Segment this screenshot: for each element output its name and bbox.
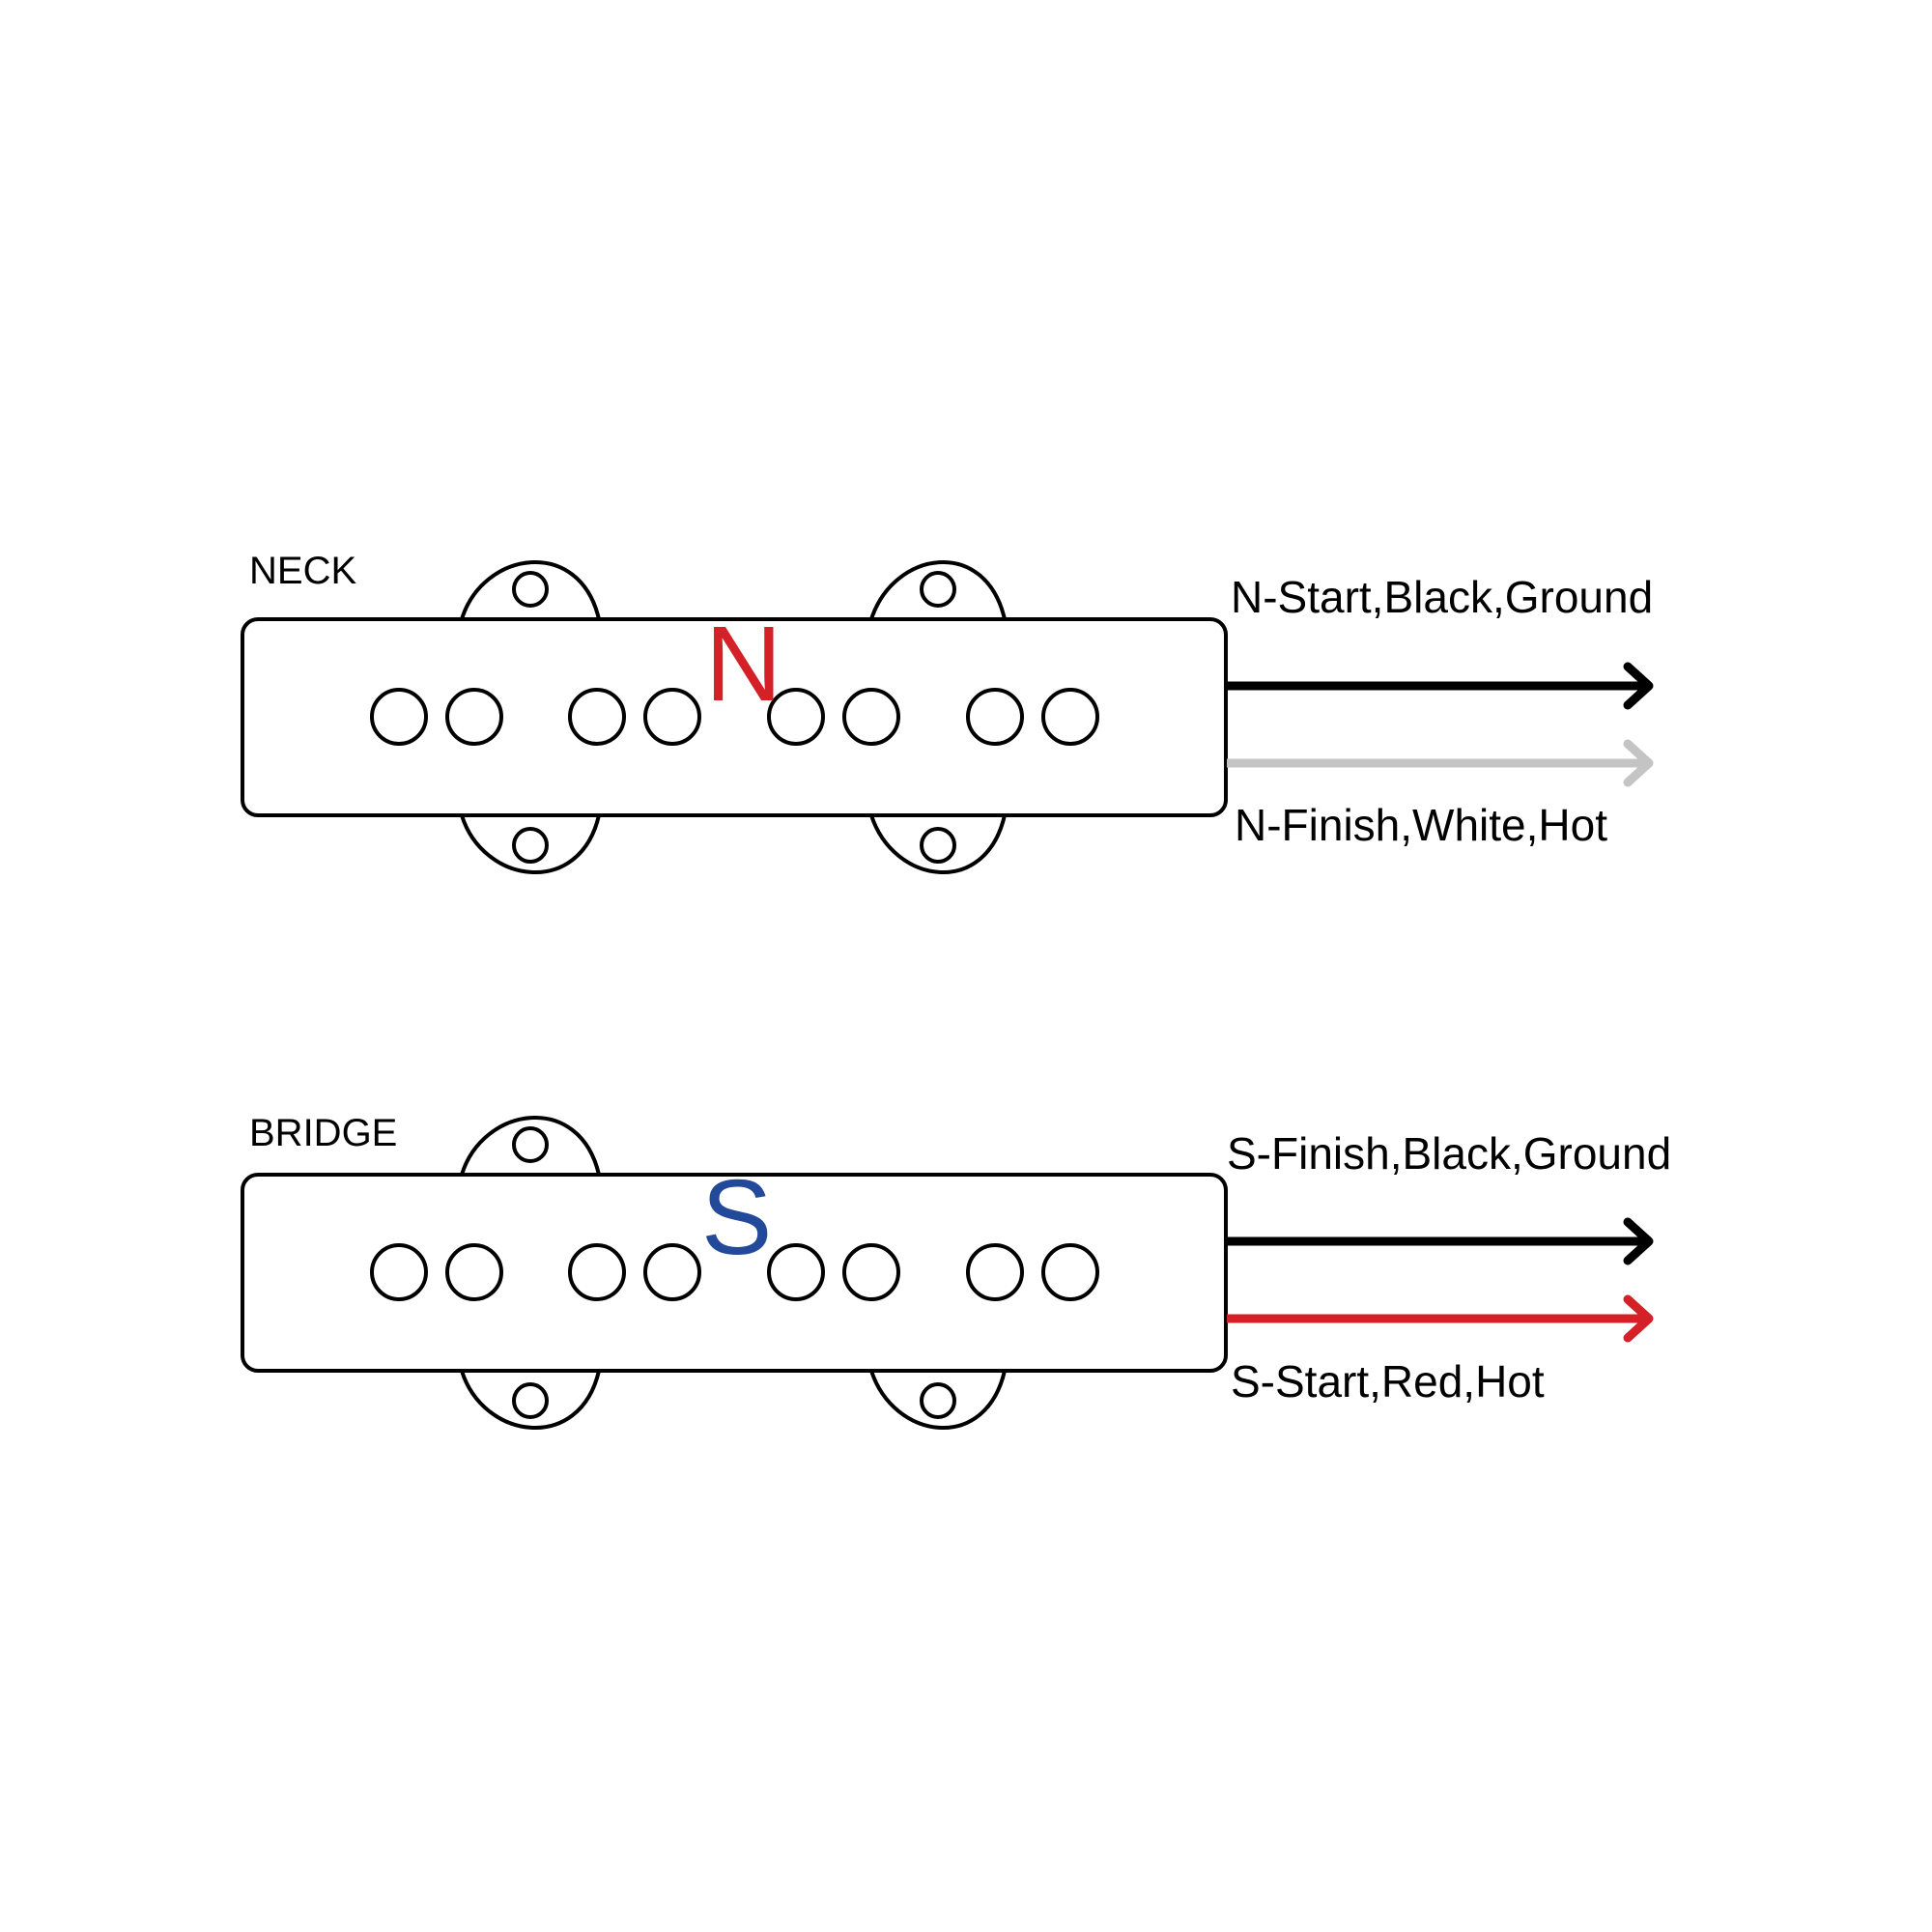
neck-pole (445, 688, 503, 746)
bridge-ground-wire (1227, 1217, 1654, 1265)
neck-pole (643, 688, 701, 746)
neck-hot-wire-label: N-Finish,White,Hot (1235, 800, 1607, 850)
neck-pole (1041, 688, 1099, 746)
bridge-pole (445, 1243, 503, 1301)
neck-hot-wire (1227, 739, 1654, 787)
neck-ground-wire-label: N-Start,Black,Ground (1231, 572, 1653, 622)
neck-pickup-body (241, 617, 1228, 817)
bridge-pole (1041, 1243, 1099, 1301)
bridge-hot-wire (1227, 1294, 1654, 1343)
neck-screw-bottom-left (512, 827, 549, 864)
bridge-label: BRIDGE (249, 1112, 397, 1154)
bridge-pole (568, 1243, 626, 1301)
neck-polarity-letter: N (705, 605, 781, 724)
neck-pole (966, 688, 1024, 746)
bridge-screw-bottom-right (920, 1382, 956, 1419)
neck-pole (767, 688, 825, 746)
bridge-pole (842, 1243, 900, 1301)
bridge-ground-wire-label: S-Finish,Black,Ground (1227, 1128, 1671, 1179)
neck-label: NECK (249, 550, 356, 592)
bridge-pole (370, 1243, 428, 1301)
neck-pickup: NECK N N-Start,Black,Ground N- (241, 550, 1654, 874)
bridge-pickup: BRIDGE S S-Finish,Black,Ground S-Start,R… (241, 1112, 1671, 1430)
bridge-pickup-body (241, 1173, 1228, 1373)
bridge-pole (966, 1243, 1024, 1301)
bridge-polarity-letter: S (701, 1158, 772, 1277)
bridge-pole (643, 1243, 701, 1301)
neck-pole (370, 688, 428, 746)
neck-pole (842, 688, 900, 746)
bridge-screw-top-left (512, 1126, 549, 1163)
neck-screw-top-right (920, 571, 956, 608)
neck-pole (568, 688, 626, 746)
bridge-screw-bottom-left (512, 1382, 549, 1419)
bridge-pole (767, 1243, 825, 1301)
neck-screw-top-left (512, 571, 549, 608)
bridge-hot-wire-label: S-Start,Red,Hot (1231, 1356, 1545, 1406)
neck-ground-wire (1227, 662, 1654, 710)
neck-screw-bottom-right (920, 827, 956, 864)
